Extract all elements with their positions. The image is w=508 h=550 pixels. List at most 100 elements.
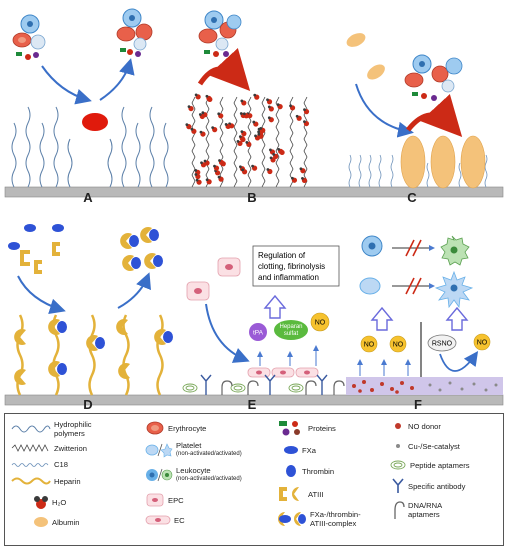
albumin-adsorbed-c	[400, 135, 486, 189]
antibodies-e	[200, 374, 328, 395]
erythrocyte-icon	[146, 421, 164, 435]
ec-icon	[145, 515, 171, 525]
no-donor-dots-f	[352, 380, 414, 394]
substrate-top	[4, 186, 504, 198]
water-hydrogen	[187, 105, 191, 108]
no-circle-f-3	[473, 333, 491, 351]
zwitterion-brushes-b	[191, 96, 308, 188]
arrow-f-up-1	[370, 306, 394, 331]
platelet-icon	[145, 443, 173, 458]
no-donor-icon	[395, 423, 401, 429]
zwitterion-icon	[11, 444, 49, 452]
panel-label-a: A	[83, 190, 93, 205]
activated-cell-f-1	[440, 235, 470, 266]
water-hydrogen	[257, 132, 261, 136]
no-label-f-2: NO	[393, 342, 404, 349]
cell-cluster-a-left	[12, 14, 46, 60]
hydration-layer-b	[185, 93, 310, 185]
water-hydrogen	[198, 113, 202, 116]
water-hydrogen	[218, 159, 221, 162]
blocked-arrow-f-1	[392, 239, 435, 257]
leukocyte-icon	[146, 468, 173, 482]
legend-c18-label: C18	[54, 460, 68, 469]
legend-heparin-label: Heparin	[54, 476, 81, 486]
water-hydrogen	[303, 108, 306, 112]
antibody-icon	[392, 478, 404, 493]
heparan-label-2: sulfat	[284, 331, 299, 337]
heparan-label-1: Heparan	[279, 324, 302, 330]
water-hydrogen	[254, 134, 257, 138]
water-hydrogen	[269, 156, 273, 160]
legend-heparin: Heparin	[11, 476, 81, 486]
water-hydrogen	[211, 126, 215, 130]
blocked-arrow-f-2	[392, 277, 435, 295]
legend-catalyst-label: Cu-/Se-catalyst	[408, 441, 460, 451]
arrow-a-right	[99, 58, 135, 101]
water-hydrogen	[276, 103, 280, 107]
legend-no-donor-label: NO donor	[408, 421, 441, 431]
water-hydrogen	[199, 130, 203, 134]
arrow-d-right	[117, 272, 151, 309]
tpa-label: tPA	[253, 330, 264, 337]
legend-hydrophilic-line1: Hydrophilic	[54, 420, 92, 429]
no-donor-layer-f	[346, 377, 421, 395]
legend-fxa: FXa	[283, 444, 316, 456]
catalyst-dots-f	[428, 381, 498, 392]
water-hydrogen	[303, 120, 306, 123]
legend-epc: EPC	[145, 493, 184, 507]
water-hydrogen	[205, 94, 209, 98]
water-hydrogen	[217, 112, 221, 116]
cell-cluster-b	[198, 10, 242, 57]
no-label-f-1: NO	[364, 342, 375, 349]
legend-erythrocyte-label: Erythrocyte	[168, 423, 207, 433]
rsno-label: RSNO	[432, 341, 453, 348]
water-hydrogen	[224, 123, 228, 126]
panel-label-c: C	[407, 190, 417, 205]
legend-complex-line1: FXa-/thrombin-	[310, 510, 361, 519]
free-factors-d	[8, 224, 64, 274]
legend-leukocyte-sub: (non-activated/activated)	[176, 476, 242, 482]
water-hydrogen	[213, 164, 216, 168]
ec-layer-e	[247, 367, 319, 378]
legend-platelet-sub: (non-activated/activated)	[176, 451, 242, 457]
peptide-aptamer-icon	[390, 460, 406, 470]
hydrophilic-polymer-icon	[11, 425, 51, 433]
legend-zwitterion: Zwitterion	[11, 443, 87, 453]
atiii-icon	[279, 487, 299, 501]
water-hydrogen	[240, 99, 244, 103]
arrow-c-adsorb	[355, 83, 414, 138]
epc-icon	[146, 493, 164, 507]
legend-platelet: Platelet(non-activated/activated)	[145, 441, 242, 459]
arrow-b-repel	[197, 48, 251, 92]
water-hydrogen	[301, 176, 304, 180]
legend-platelet-label: Platelet	[176, 441, 202, 450]
albumin-icon	[34, 517, 48, 527]
cell-cluster-c	[404, 54, 463, 101]
activated-cell-f-2	[434, 270, 474, 309]
water-hydrogen	[245, 140, 249, 144]
water-hydrogen	[291, 176, 294, 180]
legend-peptide: Peptide aptamers	[389, 459, 470, 471]
water-hydrogen	[277, 147, 281, 151]
legend-atiii-label: ATIII	[308, 489, 324, 499]
water-hydrogen	[201, 111, 205, 115]
legend-albumin: Albumin	[33, 516, 79, 528]
arrow-a-left	[41, 65, 92, 105]
water-hydrogen	[205, 178, 209, 182]
water-hydrogen	[194, 93, 198, 97]
legend-albumin-label: Albumin	[52, 517, 80, 527]
callout-line-3: and inflammation	[258, 273, 319, 282]
legend-antibody: Specific antibody	[391, 478, 465, 494]
regulation-callout	[252, 245, 340, 287]
no-circle-f-2	[389, 335, 407, 353]
legend-ec: EC	[145, 515, 185, 525]
legend-thrombin-label: Thrombin	[302, 466, 335, 476]
substrate-bottom	[4, 394, 504, 406]
heparin-icon	[11, 477, 51, 485]
complex-icon	[278, 512, 306, 526]
proteins-icon	[279, 421, 300, 436]
no-label-f-3: NO	[477, 340, 488, 347]
legend-h2o: H₂O	[33, 494, 66, 510]
legend-peptide-label: Peptide aptamers	[410, 460, 470, 470]
